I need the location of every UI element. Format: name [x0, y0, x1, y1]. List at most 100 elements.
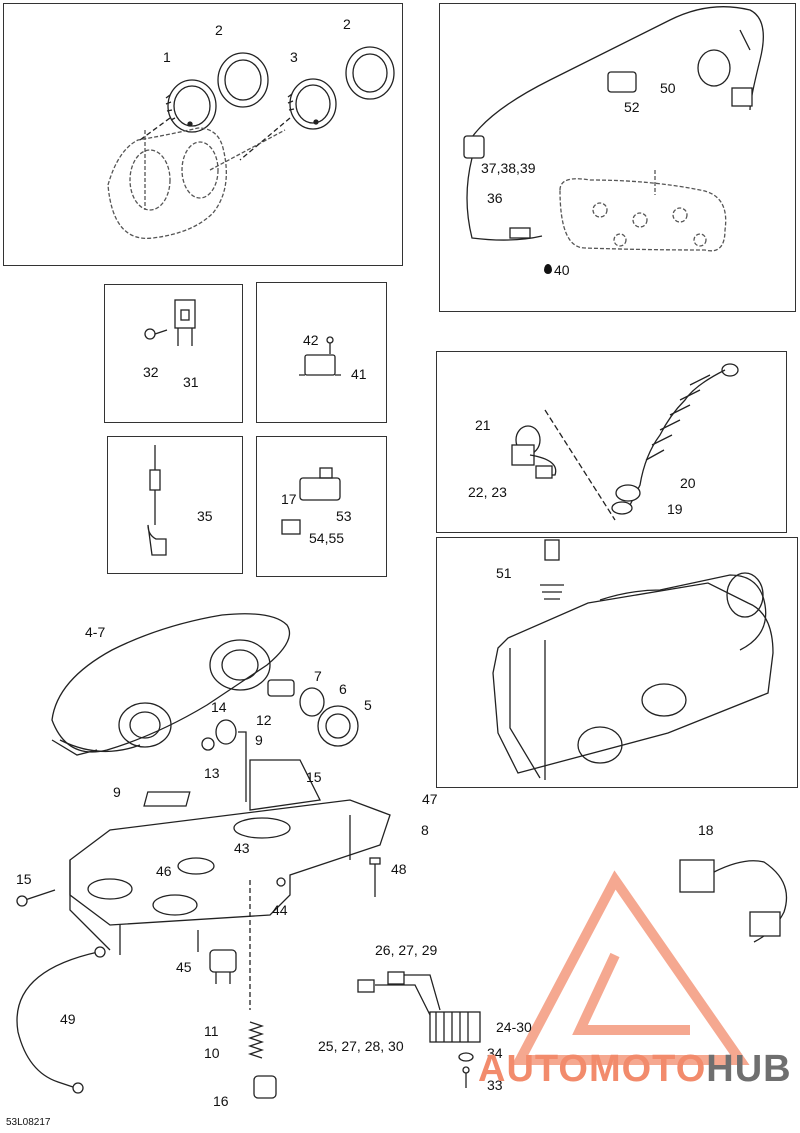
voltage-regulator-icon	[357, 971, 481, 1043]
callout-18: 18	[698, 822, 714, 838]
dash-cluster-outline-icon	[107, 127, 286, 240]
callout-34: 34	[487, 1045, 503, 1061]
callout-17: 17	[281, 491, 297, 507]
clip-31-icon	[174, 299, 196, 346]
callout-2b: 2	[343, 16, 351, 32]
callout-20: 20	[680, 475, 696, 491]
callout-21: 21	[475, 417, 491, 433]
panel-tether-switch	[436, 351, 787, 533]
headlight-housing-icon	[51, 613, 291, 756]
callout-33: 33	[487, 1077, 503, 1093]
callout-3: 3	[290, 49, 298, 65]
callout-4-7: 4-7	[85, 624, 106, 640]
nut-19-icon	[611, 501, 633, 515]
watermark-word-automoto: AUTOMOTO	[478, 1048, 707, 1090]
callout-5: 5	[364, 697, 372, 713]
oil-drop-icon	[544, 264, 552, 274]
callout-46: 46	[156, 863, 172, 879]
panel-switch	[256, 436, 387, 577]
screw-44-icon	[276, 877, 286, 887]
switch-53-icon	[299, 467, 341, 501]
callout-9a: 9	[255, 732, 263, 748]
callout-6: 6	[339, 681, 347, 697]
sensor-51-icon	[540, 539, 564, 600]
callout-51: 51	[496, 565, 512, 581]
callout-19: 19	[667, 501, 683, 517]
tether-cord-20-icon	[615, 363, 739, 506]
callout-15b: 15	[16, 871, 32, 887]
mounting-plate-8-icon	[69, 759, 391, 955]
callout-26-27-29: 26, 27, 29	[375, 942, 438, 958]
callout-54-55: 54,55	[309, 530, 345, 546]
callout-11: 11	[204, 1023, 219, 1039]
callout-37: 37,38,39	[481, 160, 536, 176]
knob-16-icon	[253, 1075, 277, 1099]
ground-wire-49-icon	[16, 946, 106, 1094]
screw-33-icon	[462, 1066, 470, 1088]
engine-head-outline-icon	[559, 170, 727, 252]
rivet-48-icon	[369, 857, 381, 897]
callout-49: 49	[60, 1011, 76, 1027]
bolt-15-icon	[16, 889, 56, 907]
callout-13: 13	[204, 765, 220, 781]
callout-41: 41	[351, 366, 367, 382]
antenna-35-icon	[147, 445, 167, 556]
callout-35: 35	[197, 508, 213, 524]
panel-gauges	[3, 3, 403, 266]
nut-13-icon	[201, 737, 215, 751]
bezel-ring-2a-icon	[217, 52, 269, 108]
callout-36: 36	[487, 190, 503, 206]
screw-32-icon	[144, 328, 168, 340]
oil-pressure-sensor-36-icon	[463, 135, 543, 241]
watermark-text: AUTOMOTOHUB	[478, 1048, 792, 1091]
panel-clip	[104, 284, 243, 423]
airbox-icon	[492, 572, 774, 780]
screw-42-icon	[326, 336, 334, 354]
callout-53: 53	[336, 508, 352, 524]
callout-12: 12	[256, 712, 272, 728]
watermark-word-hub: HUB	[706, 1048, 792, 1090]
callout-31: 31	[183, 374, 199, 390]
callout-2a: 2	[215, 22, 223, 38]
label-47-icon	[143, 791, 191, 807]
callout-15a: 15	[306, 769, 322, 785]
bulb-7-icon	[267, 679, 295, 697]
callout-24-30: 24-30	[496, 1019, 532, 1035]
bezel-ring-2b-icon	[345, 46, 395, 100]
callout-14: 14	[211, 699, 227, 715]
connector-54-icon	[281, 519, 301, 535]
callout-52: 52	[624, 99, 640, 115]
gauge-1-icon	[165, 79, 217, 133]
grommet-14-icon	[215, 719, 237, 745]
callout-25-27-28-30: 25, 27, 28, 30	[318, 1038, 404, 1054]
gauge-3-icon	[287, 78, 337, 130]
callout-8: 8	[421, 822, 429, 838]
callout-44: 44	[272, 902, 288, 918]
washer-34-icon	[458, 1052, 474, 1062]
callout-48: 48	[391, 861, 407, 877]
callout-16: 16	[213, 1093, 229, 1109]
panel-antenna	[107, 436, 243, 574]
socket-6-icon	[299, 687, 325, 717]
harness-connector-18-icon	[679, 859, 788, 943]
callout-40: 40	[554, 262, 570, 278]
spring-10-icon	[247, 1021, 265, 1059]
callout-22-23: 22, 23	[468, 484, 507, 500]
callout-1: 1	[163, 49, 171, 65]
relay-41-icon	[299, 354, 341, 376]
callout-42: 42	[303, 332, 319, 348]
callout-9b: 9	[113, 784, 121, 800]
buzzer-45-icon	[209, 949, 237, 984]
callout-7: 7	[314, 668, 322, 684]
boot-5-icon	[317, 705, 359, 747]
callout-45: 45	[176, 959, 192, 975]
callout-43: 43	[234, 840, 250, 856]
harness-50-icon	[469, 6, 764, 141]
panel-oil-sensor	[439, 3, 796, 312]
ring-46-icon	[177, 857, 215, 875]
panel-relay	[256, 282, 387, 423]
ignition-switch-21-icon	[511, 425, 557, 479]
callout-47: 47	[422, 791, 438, 807]
callout-10: 10	[204, 1045, 220, 1061]
